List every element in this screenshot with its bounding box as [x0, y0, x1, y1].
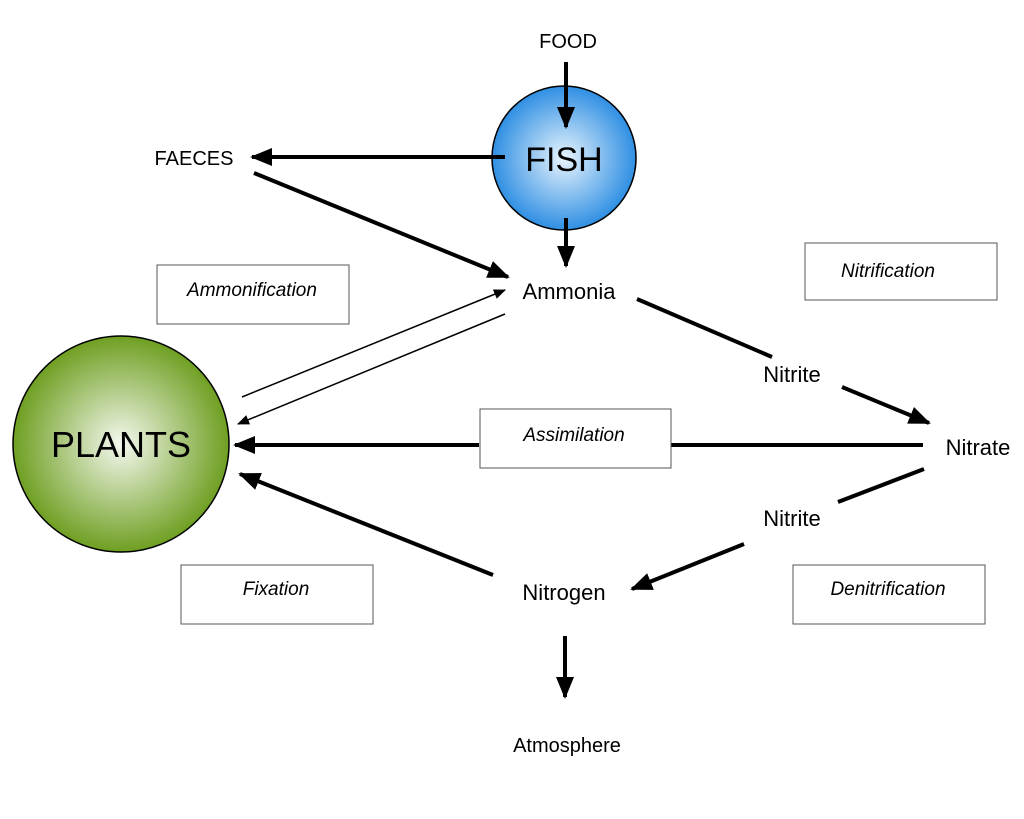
nitrogen-label: Nitrogen — [522, 580, 605, 605]
nitrate-to-nitrite-line — [837, 467, 925, 504]
nitrification-box — [804, 242, 998, 301]
nitrate-label: Nitrate — [946, 435, 1011, 460]
ammonification-box — [156, 264, 350, 325]
atmosphere-label: Atmosphere — [513, 735, 621, 757]
nitrite-top-label: Nitrite — [763, 362, 820, 387]
fixation-box — [180, 564, 374, 625]
ammonification-label: Ammonification — [186, 280, 317, 301]
ammonia-to-nitrite-line — [636, 297, 773, 359]
nitrite-bottom-label: Nitrite — [763, 506, 820, 531]
plants-circle — [12, 335, 230, 553]
fixation-label: Fixation — [243, 579, 310, 600]
faeces-to-ammonia-arrow — [253, 171, 510, 279]
faeces-label: FAECES — [155, 148, 234, 170]
plants-label: PLANTS — [51, 424, 191, 465]
denitrification-box — [792, 564, 986, 625]
food-label: FOOD — [539, 31, 597, 53]
fish-label: FISH — [525, 141, 602, 179]
assimilation-box — [479, 408, 672, 469]
nitrogen-to-plants-arrow — [238, 472, 494, 577]
nitrite-to-nitrate-arrow — [841, 385, 931, 425]
plants-to-ammonia-arrow — [241, 289, 506, 398]
denitrification-label: Denitrification — [830, 579, 945, 600]
ammonia-to-plants-arrow — [237, 313, 506, 425]
nitrification-label: Nitrification — [841, 261, 935, 282]
ammonia-label: Ammonia — [523, 279, 617, 304]
assimilation-label: Assimilation — [522, 425, 624, 446]
nitrite-to-nitrogen-arrow — [630, 542, 745, 591]
